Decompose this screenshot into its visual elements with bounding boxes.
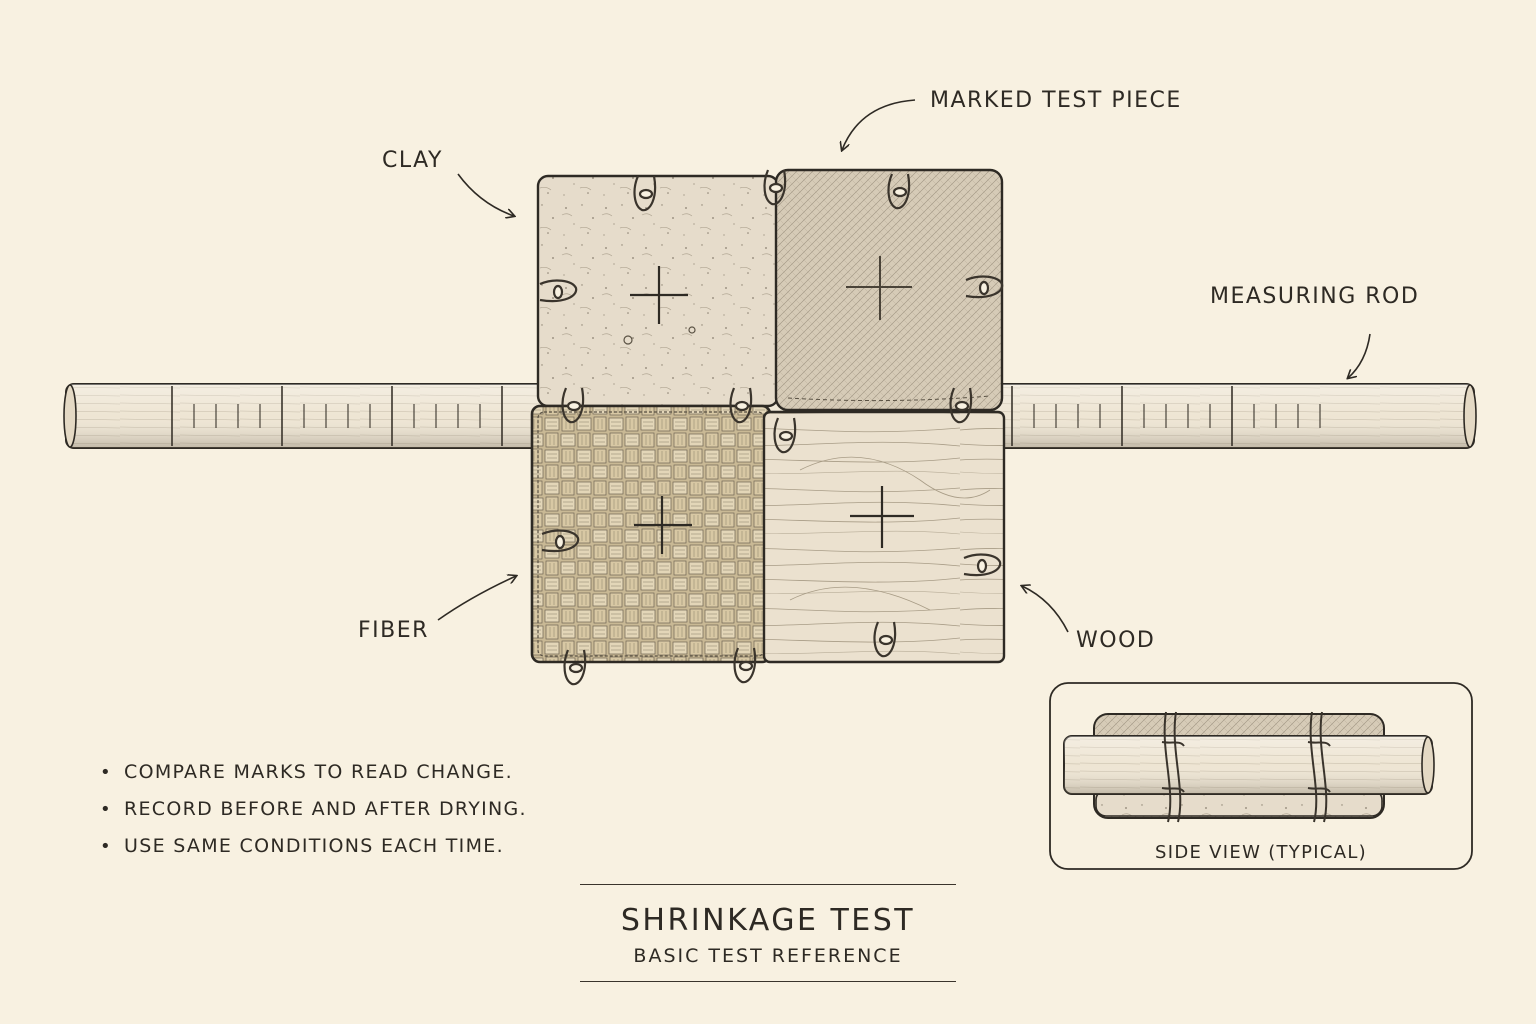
inset-cord-bindings	[1161, 711, 1331, 823]
fiber-tile	[530, 404, 772, 664]
fiber-label: FIBER	[358, 618, 429, 643]
bullet-icon: •	[100, 762, 112, 783]
measuring-rod-label: MEASURING ROD	[1210, 284, 1420, 309]
note-item: •RECORD BEFORE AND AFTER DRYING.	[100, 795, 527, 832]
title-top-rule	[580, 884, 956, 885]
leather-test-mark	[846, 256, 912, 320]
fiber-leader-arrow	[437, 576, 516, 621]
wood-leader-arrow	[1022, 586, 1069, 633]
wood-label: WOOD	[1076, 628, 1156, 653]
marked-test-piece-label: MARKED TEST PIECE	[930, 88, 1182, 113]
wood-tile	[762, 410, 1006, 664]
note-item: •USE SAME CONDITIONS EACH TIME.	[100, 832, 527, 869]
wood-test-mark	[850, 486, 914, 548]
fiber-test-mark	[634, 496, 692, 554]
bullet-icon: •	[100, 836, 112, 857]
leader-arrows	[437, 99, 1371, 633]
page-subtitle: BASIC TEST REFERENCE	[633, 945, 903, 967]
rod-tick-marks	[171, 386, 1321, 446]
leather-tile	[774, 168, 1004, 412]
page-title: SHRINKAGE TEST	[620, 903, 916, 938]
rod-leader-arrow	[1348, 333, 1371, 378]
clay-leader-arrow	[457, 173, 514, 216]
side-view-inset	[1049, 682, 1473, 870]
cord-lashings	[539, 169, 1004, 686]
clay-label: CLAY	[382, 148, 443, 173]
notes-list: •COMPARE MARKS TO READ CHANGE. •RECORD B…	[100, 758, 527, 869]
clay-test-mark	[630, 266, 688, 324]
test-piece-leader-arrow	[842, 99, 916, 150]
title-bottom-rule	[580, 981, 956, 982]
inset-caption: SIDE VIEW (TYPICAL)	[1154, 842, 1367, 863]
title-block: SHRINKAGE TEST BASIC TEST REFERENCE	[580, 884, 956, 982]
clay-tile	[536, 174, 780, 408]
bullet-icon: •	[100, 799, 112, 820]
note-item: •COMPARE MARKS TO READ CHANGE.	[100, 758, 527, 795]
